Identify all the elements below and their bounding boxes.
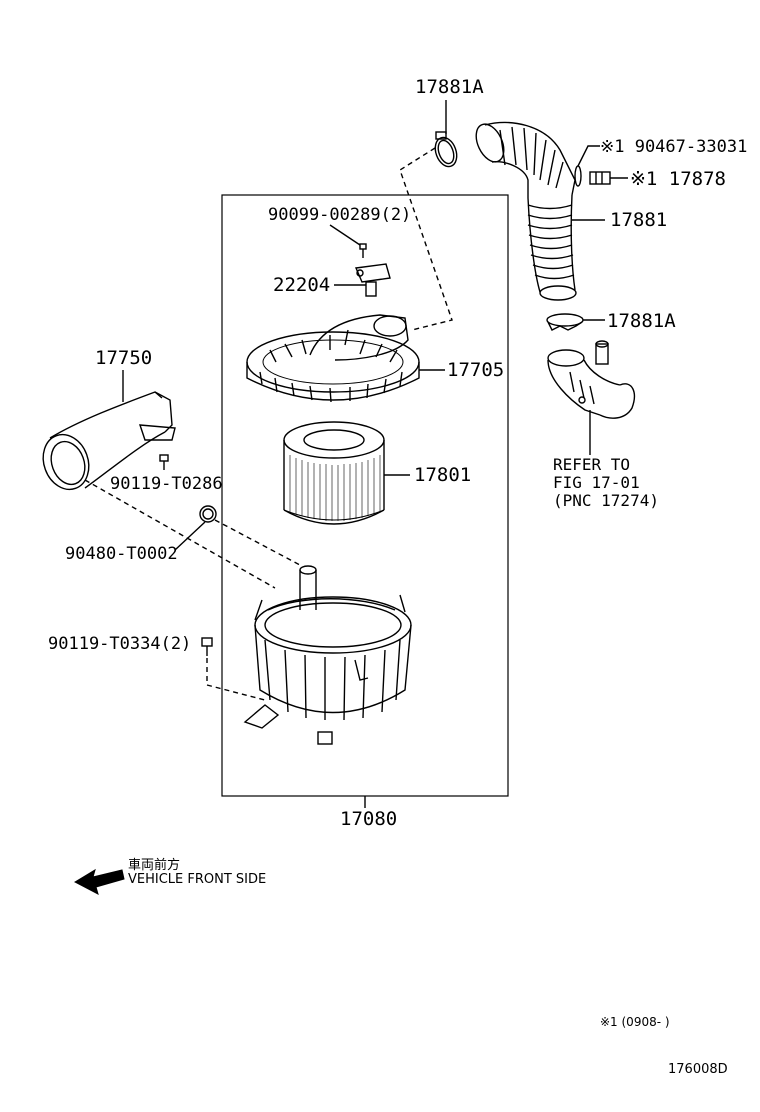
refer-note: REFER TO FIG 17-01 (PNC 17274) [553, 456, 659, 510]
label-90467: ※1 90467-33031 [600, 137, 748, 157]
footnote: ※1 (0908- ) [600, 1015, 670, 1029]
label-17801: 17801 [414, 464, 472, 486]
leader-90099 [329, 224, 361, 246]
refer-line-2: FIG 17-01 [553, 473, 640, 492]
label-17878: ※1 17878 [630, 168, 726, 190]
label-17881: 17881 [610, 209, 668, 231]
bolt-90099 [359, 243, 367, 258]
label-22204: 22204 [273, 274, 331, 296]
intake-elbow-refer [547, 340, 636, 419]
air-cleaner-cap-17705 [246, 314, 420, 403]
bolt-90119-T0334 [201, 637, 213, 656]
label-17080: 17080 [340, 808, 398, 830]
clamp-17881A-top [434, 131, 458, 168]
dashed-guide-clamp [399, 147, 453, 331]
label-90480: 90480-T0002 [65, 544, 178, 564]
bolt-90119-T0286 [159, 454, 169, 470]
figure-code: 176008D [668, 1062, 728, 1077]
refer-line-1: REFER TO [553, 455, 631, 474]
dashed-guide-grommet [214, 519, 301, 566]
label-90119-T0286: 90119-T0286 [110, 474, 223, 494]
label-17705: 17705 [447, 359, 505, 381]
label-17881A-mid: 17881A [607, 310, 676, 332]
filter-element-17801 [283, 421, 385, 525]
refer-line-3: (PNC 17274) [553, 491, 659, 510]
label-17750: 17750 [95, 347, 153, 369]
dashed-guide-duct [84, 479, 276, 589]
inlet-duct-17750 [42, 391, 176, 491]
dashed-guide-bolt [206, 658, 266, 701]
oring-90467 [574, 165, 582, 187]
sensor-22204 [354, 263, 391, 297]
label-90119-T0334: 90119-T0334(2) [48, 634, 192, 654]
direction-label-jp: 車両前方 [128, 858, 181, 873]
air-cleaner-case [243, 565, 412, 745]
label-90099: 90099-00289(2) [268, 205, 412, 225]
front-direction-arrow-icon [73, 868, 125, 895]
label-17881A-top: 17881A [415, 76, 484, 98]
fitting-17878 [589, 171, 611, 185]
leader-90467 [577, 145, 600, 167]
direction-label-en: VEHICLE FRONT SIDE [128, 872, 267, 887]
leader-90480 [174, 521, 206, 551]
clamp-17881A-mid [546, 313, 584, 331]
hose-17881 [475, 121, 577, 301]
grommet-90480 [199, 505, 217, 523]
